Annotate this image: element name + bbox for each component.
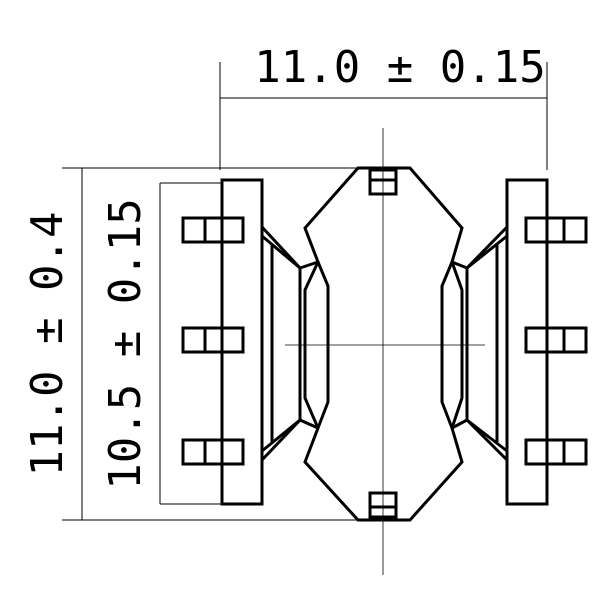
right-pin-middle <box>524 326 588 354</box>
left-pin-middle <box>181 326 245 354</box>
overall-height-label: 11.0 ± 0.4 <box>22 212 73 477</box>
right-flange-inner-top <box>466 234 508 270</box>
left-terminal-strip <box>181 178 264 506</box>
bobbin-inner-left <box>316 261 330 429</box>
bobbin-outline <box>303 166 464 522</box>
inner-height-label: 10.5 ± 0.15 <box>100 198 151 489</box>
width-dimension: 11.0 ± 0.15 <box>219 42 548 170</box>
left-flange-inner-top <box>261 234 301 270</box>
center-lines <box>285 128 485 575</box>
bobbin-tabs <box>368 168 398 519</box>
inner-height-dimension: 10.5 ± 0.15 <box>100 182 222 505</box>
right-pin-bottom <box>524 438 588 466</box>
left-flange-inner-bottom <box>261 418 301 453</box>
left-flange-outline <box>260 225 302 462</box>
top-tab <box>368 168 398 196</box>
left-pin-bottom <box>181 438 245 466</box>
left-flange <box>260 225 302 462</box>
bobbin-left-notch <box>299 260 319 430</box>
right-pin-top <box>524 216 588 244</box>
overall-height-dimension: 11.0 ± 0.4 <box>22 167 360 521</box>
right-flange-inner-bottom <box>466 418 508 453</box>
left-pin-top <box>181 216 245 244</box>
right-flange <box>465 225 509 462</box>
bobbin-right-notch <box>451 260 468 430</box>
right-base-plate <box>505 178 549 506</box>
bobbin-inner-right <box>440 261 454 429</box>
bottom-tab <box>368 491 398 519</box>
width-dimension-label: 11.0 ± 0.15 <box>254 42 545 93</box>
right-flange-outline <box>465 225 509 462</box>
right-terminal-strip <box>505 178 588 506</box>
bobbin-body <box>299 166 468 522</box>
left-base-plate <box>220 178 264 506</box>
